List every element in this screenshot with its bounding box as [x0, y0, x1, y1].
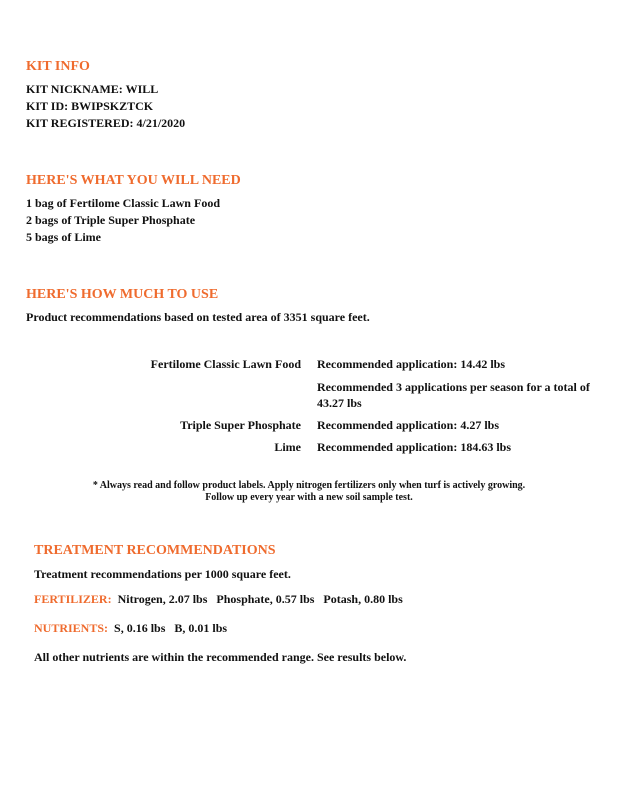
- nutrients-label: NUTRIENTS:: [34, 621, 115, 635]
- nutrients-values: S, 0.16 lbs B, 0.01 lbs: [114, 621, 228, 635]
- use-intro: Product recommendations based on tested …: [26, 310, 370, 324]
- product-name: Fertilome Classic Lawn Food: [150, 357, 301, 371]
- treatment-footer: All other nutrients are within the recom…: [34, 650, 407, 664]
- fertilizer-row: FERTILIZER: Nitrogen, 2.07 lbs Phosphate…: [34, 592, 403, 607]
- need-item: 1 bag of Fertilome Classic Lawn Food: [26, 196, 220, 210]
- need-item: 2 bags of Triple Super Phosphate: [26, 213, 196, 227]
- need-heading: HERE'S WHAT YOU WILL NEED: [26, 173, 241, 188]
- fertilizer-values: Nitrogen, 2.07 lbs Phosphate, 0.57 lbs P…: [117, 592, 403, 606]
- product-application: Recommended application: 4.27 lbs: [317, 418, 500, 432]
- treatment-heading: TREATMENT RECOMMENDATIONS: [34, 543, 276, 558]
- need-item: 5 bags of Lime: [26, 230, 101, 244]
- fertilizer-label: FERTILIZER:: [34, 592, 118, 606]
- treatment-intro: Treatment recommendations per 1000 squar…: [34, 567, 291, 581]
- kit-info-heading: KIT INFO: [26, 59, 90, 74]
- product-name: Lime: [274, 440, 301, 454]
- use-heading: HERE'S HOW MUCH TO USE: [26, 287, 219, 302]
- product-application: Recommended 3 applications per season fo…: [317, 380, 590, 410]
- kit-nickname: KIT NICKNAME: WILL: [26, 82, 159, 96]
- kit-id: KIT ID: BWIPSKZTCK: [26, 99, 154, 113]
- disclaimer-note-line2: Follow up every year with a new soil sam…: [205, 492, 413, 503]
- product-name: Triple Super Phosphate: [180, 418, 301, 432]
- disclaimer-note-line1: * Always read and follow product labels.…: [92, 480, 526, 491]
- product-application: Recommended application: 184.63 lbs: [317, 440, 512, 454]
- nutrients-row: NUTRIENTS: S, 0.16 lbs B, 0.01 lbs: [34, 621, 227, 636]
- product-application: Recommended application: 14.42 lbs: [317, 357, 506, 371]
- kit-registered: KIT REGISTERED: 4/21/2020: [26, 116, 186, 130]
